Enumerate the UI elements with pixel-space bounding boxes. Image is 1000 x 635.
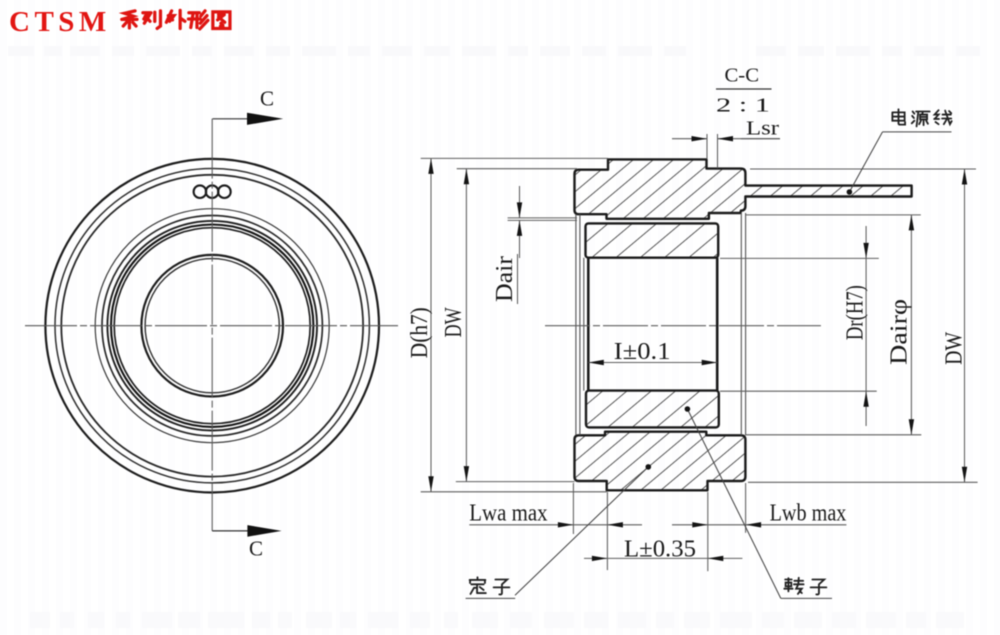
svg-text:2 : 1: 2 : 1	[716, 95, 770, 117]
svg-text:Dr(H7): Dr(H7)	[842, 285, 868, 340]
svg-text:Lsr: Lsr	[746, 118, 779, 140]
svg-text:C-C: C-C	[725, 65, 760, 87]
svg-text:Dairφ: Dairφ	[886, 299, 912, 365]
svg-text:D(h7): D(h7)	[407, 307, 433, 358]
svg-text:CTSM: CTSM	[9, 6, 111, 38]
svg-text:Lwa max: Lwa max	[469, 501, 547, 527]
svg-text:Lwb max: Lwb max	[770, 501, 847, 527]
svg-text:I±0.1: I±0.1	[614, 339, 671, 365]
svg-text:C: C	[249, 537, 263, 561]
svg-text:DW: DW	[441, 307, 467, 337]
svg-text:C: C	[260, 87, 274, 111]
svg-text:L±0.35: L±0.35	[624, 537, 696, 563]
svg-text:Dair: Dair	[492, 256, 518, 302]
svg-text:DW: DW	[941, 332, 967, 365]
